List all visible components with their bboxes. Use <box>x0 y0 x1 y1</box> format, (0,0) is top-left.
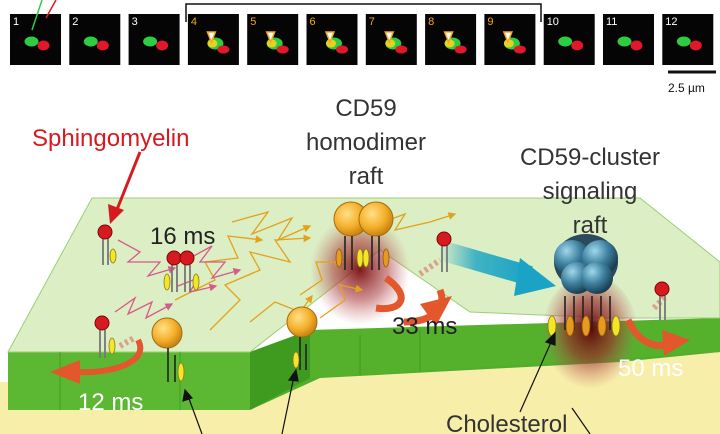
frame-number-label: 7 <box>369 16 375 28</box>
arrowhead-marker-icon <box>502 31 514 45</box>
fluorescent-spot <box>276 45 289 54</box>
fluorescent-spot <box>336 45 348 54</box>
fluorescent-spot <box>617 36 632 47</box>
frame-number-label: 4 <box>191 16 197 28</box>
frame-number-label: 12 <box>665 16 677 28</box>
fluorescent-spot <box>503 39 514 48</box>
cd59-homodimer <box>333 201 394 270</box>
sphingomyelin-molecule <box>163 250 200 292</box>
fluorescent-spot <box>630 40 643 51</box>
fluorescent-spot <box>37 40 50 51</box>
cluster-label-line2: signaling <box>543 178 638 205</box>
red-pointer-arrow <box>45 0 57 19</box>
fluorescent-spot <box>395 45 408 54</box>
cd59-monomer <box>286 306 318 370</box>
dwell-time-16ms: 16 ms <box>150 223 215 250</box>
molecules-layer <box>94 201 670 382</box>
fluorescent-spot <box>326 39 336 48</box>
arrowhead-marker-icon <box>384 31 395 45</box>
sphingomyelin-molecule <box>436 231 452 272</box>
cluster-raft-domain <box>542 275 638 395</box>
cd59-cluster <box>547 234 621 337</box>
fluorescent-spot <box>83 36 98 47</box>
fluorescent-spot <box>143 36 158 47</box>
sphingomyelin-molecule <box>654 281 670 320</box>
dwell-time-50ms: 50 ms <box>618 355 683 382</box>
dwell-time-12ms: 12 ms <box>78 389 143 416</box>
arrowhead-marker-icon <box>265 31 276 45</box>
sphingomyelin-molecule <box>97 224 117 265</box>
homodimer-label-line2: homodimer <box>306 129 426 156</box>
fluorescent-spot <box>676 36 691 47</box>
cluster-label-line1: CD59-cluster <box>520 144 660 171</box>
fluorescent-spot <box>571 40 584 51</box>
homodimer-raft-domain <box>310 215 410 325</box>
sphingomyelin-molecule <box>94 315 116 358</box>
fluorescent-spot <box>207 39 218 48</box>
cd59-monomer <box>151 317 185 382</box>
frame-number-label: 8 <box>428 16 434 28</box>
fluorescent-spot <box>217 45 230 54</box>
arrowhead-marker-icon <box>206 31 217 45</box>
fluorescent-spot <box>558 36 573 47</box>
orange-trajectories <box>174 210 457 331</box>
dwell-time-33ms: 33 ms <box>392 313 457 340</box>
fluorescent-spot <box>156 40 169 51</box>
homodimer-label-line1: CD59 <box>335 95 396 122</box>
fluorescent-spot <box>24 36 39 47</box>
frame-number-label: 6 <box>310 16 316 28</box>
cluster-label-line3: raft <box>573 212 608 239</box>
frame-number-label: 5 <box>250 16 256 28</box>
dwell-arrow-33ms <box>375 257 452 326</box>
frame-number-label: 3 <box>132 16 138 28</box>
fluorescent-spot <box>454 45 467 54</box>
cholesterol-label: Cholesterol <box>446 411 567 434</box>
fluorescent-spot <box>385 39 396 48</box>
fluorescent-spot <box>266 39 277 48</box>
scale-bar-label: 2.5 µm <box>668 81 705 95</box>
dwell-arrow-12ms <box>50 335 144 384</box>
sphingomyelin-label: Sphingomyelin <box>32 125 189 152</box>
frame-number-label: 1 <box>13 16 19 28</box>
fluorescent-spot <box>689 40 702 51</box>
sphingomyelin-pointer <box>108 151 142 224</box>
frame-number-label: 11 <box>606 16 617 28</box>
homodimer-label-line3: raft <box>349 163 384 190</box>
fluorescent-spot <box>96 40 109 51</box>
membrane-block <box>0 197 720 434</box>
fluorescent-spot <box>444 39 455 48</box>
gpi-pointers <box>182 368 299 434</box>
green-pointer-arrow <box>31 0 43 31</box>
arrowhead-marker-icon <box>443 31 454 45</box>
cholesterol-pointer <box>519 331 591 434</box>
frames-bracket <box>185 3 542 22</box>
frame-number-label: 2 <box>72 16 78 28</box>
fluorescent-spot <box>513 45 526 54</box>
frame-number-label: 9 <box>487 16 493 28</box>
recruitment-arrow <box>437 240 556 296</box>
frame-number-label: 10 <box>547 16 559 28</box>
arrowhead-marker-icon <box>324 31 336 45</box>
